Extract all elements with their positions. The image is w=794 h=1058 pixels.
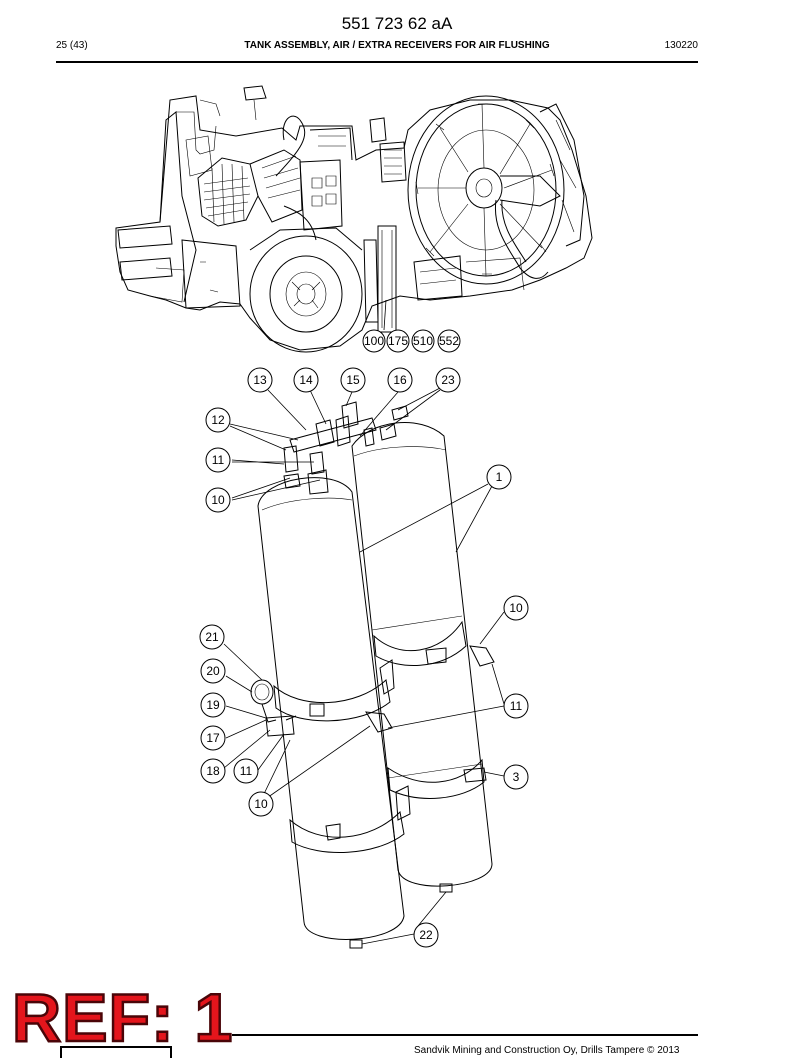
callout-510: 510 xyxy=(411,329,435,353)
callout-18: 18 xyxy=(200,758,226,784)
svg-text:10: 10 xyxy=(254,797,268,811)
svg-text:510: 510 xyxy=(413,334,433,348)
svg-text:10: 10 xyxy=(211,493,225,507)
callout-11-right: 11 xyxy=(503,693,529,719)
callout-100: 100 xyxy=(362,329,386,353)
company-logo xyxy=(60,1046,172,1058)
callout-10-top: 10 xyxy=(205,487,231,513)
callout-11-bottom: 11 xyxy=(233,758,259,784)
svg-text:22: 22 xyxy=(419,928,433,942)
svg-text:14: 14 xyxy=(299,373,313,387)
svg-text:13: 13 xyxy=(253,373,267,387)
svg-text:18: 18 xyxy=(206,764,220,778)
callout-3: 3 xyxy=(503,764,529,790)
callout-175: 175 xyxy=(386,329,410,353)
svg-text:3: 3 xyxy=(513,770,520,784)
svg-text:552: 552 xyxy=(439,334,459,348)
callout-10-bottom: 10 xyxy=(248,791,274,817)
svg-text:11: 11 xyxy=(212,453,225,467)
callout-12: 12 xyxy=(205,407,231,433)
reference-stamp: REF: 1 xyxy=(11,980,234,1056)
svg-text:100: 100 xyxy=(364,334,384,348)
leader-lines xyxy=(223,387,505,945)
callout-20: 20 xyxy=(200,658,226,684)
svg-text:16: 16 xyxy=(393,373,407,387)
part-callouts: 13 14 15 16 23 12 11 10 1 10 21 20 19 11… xyxy=(199,367,529,948)
callout-22: 22 xyxy=(413,922,439,948)
footer-copyright: Sandvik Mining and Construction Oy, Dril… xyxy=(414,1045,680,1056)
document-number: 551 723 62 aA xyxy=(341,14,453,33)
svg-text:11: 11 xyxy=(510,699,523,713)
svg-text:21: 21 xyxy=(205,630,219,644)
date-code: 130220 xyxy=(664,40,698,51)
svg-text:1: 1 xyxy=(496,470,503,484)
callout-11-top: 11 xyxy=(205,447,231,473)
callout-21: 21 xyxy=(199,624,225,650)
reference-callouts: 100 175 510 552 xyxy=(362,299,461,353)
svg-text:10: 10 xyxy=(509,601,523,615)
callout-16: 16 xyxy=(387,367,413,393)
header-divider xyxy=(56,61,698,63)
svg-text:19: 19 xyxy=(206,698,220,712)
tank-assembly-illustration xyxy=(250,401,495,949)
footer-divider xyxy=(232,1034,698,1036)
page-counter: 25 (43) xyxy=(56,40,88,51)
svg-text:15: 15 xyxy=(346,373,360,387)
svg-text:20: 20 xyxy=(206,664,220,678)
callout-23: 23 xyxy=(435,367,461,393)
svg-text:11: 11 xyxy=(240,764,253,778)
page-title: TANK ASSEMBLY, AIR / EXTRA RECEIVERS FOR… xyxy=(244,40,550,51)
callout-14: 14 xyxy=(293,367,319,393)
svg-text:175: 175 xyxy=(388,334,408,348)
callout-15: 15 xyxy=(340,367,366,393)
callout-10-right: 10 xyxy=(503,595,529,621)
callout-13: 13 xyxy=(247,367,273,393)
callout-552: 552 xyxy=(437,329,461,353)
callout-19: 19 xyxy=(200,692,226,718)
svg-text:23: 23 xyxy=(441,373,455,387)
callout-1: 1 xyxy=(486,464,512,490)
machine-overview-illustration xyxy=(115,85,593,353)
svg-text:17: 17 xyxy=(206,731,220,745)
svg-text:12: 12 xyxy=(211,413,225,427)
callout-17: 17 xyxy=(200,725,226,751)
